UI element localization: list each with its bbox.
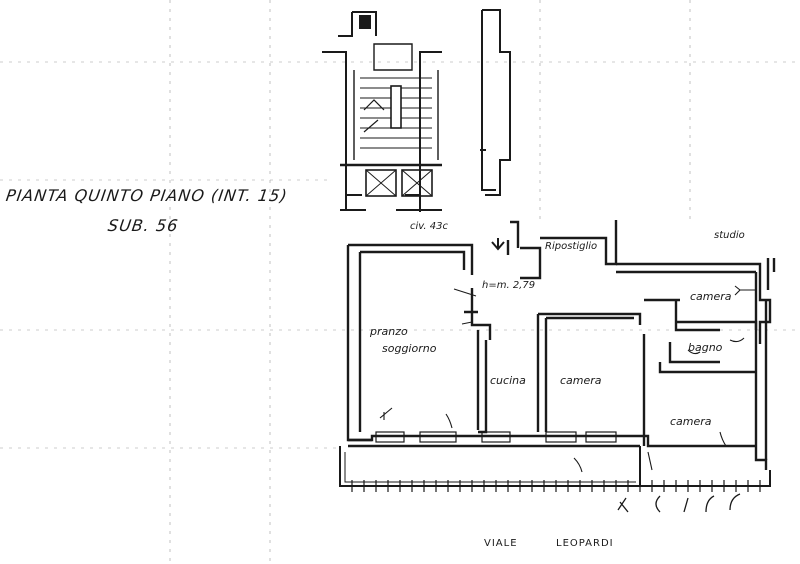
studio-label: studio — [714, 230, 745, 241]
facade-windows — [375, 431, 617, 443]
camera-label-bottom-right: camera — [670, 415, 712, 428]
civic-number-label: civ. 43c — [410, 221, 448, 232]
soggiorno-label: soggiorno — [382, 342, 437, 355]
light-shaft — [480, 9, 511, 196]
cucina-label: cucina — [490, 374, 526, 387]
plan-subtitle: SUB. 56 — [106, 216, 180, 235]
pencil-marks — [617, 493, 741, 513]
street-label-viale: VIALE — [484, 538, 518, 549]
camera-label-top-right: camera — [690, 290, 732, 303]
plan-title: PIANTA QUINTO PIANO (INT. 15) — [4, 186, 290, 205]
bagno-label: bagno — [688, 341, 723, 354]
balcony — [339, 446, 771, 492]
ceiling-height-label: h=m. 2,79 — [482, 280, 536, 291]
street-label-leopardi: LEOPARDI — [556, 538, 614, 549]
door-swings — [379, 238, 755, 473]
camera-label-center: camera — [560, 374, 602, 387]
pranzo-label: pranzo — [370, 325, 408, 338]
stair-core — [322, 11, 442, 212]
ripostiglio-label: Ripostiglio — [545, 241, 598, 252]
